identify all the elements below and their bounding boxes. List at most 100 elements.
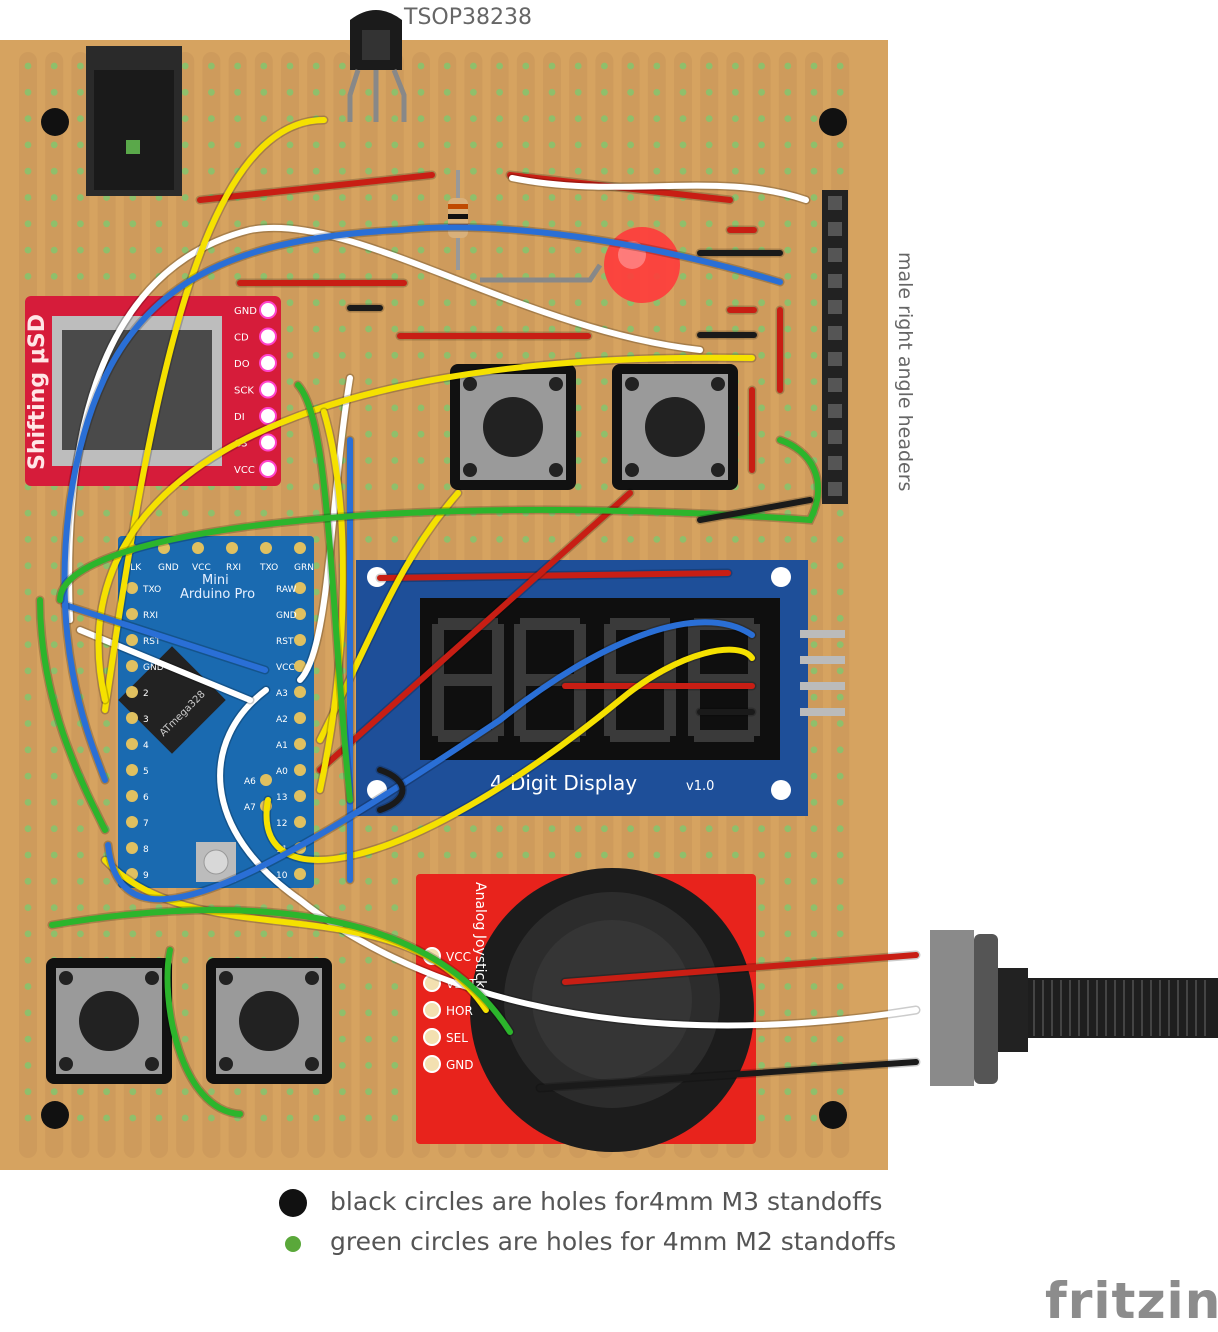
board-hole (129, 246, 137, 254)
arduino-right-pin-label: RAW (276, 585, 297, 595)
board-hole (24, 641, 32, 648)
board-hole (339, 299, 346, 307)
board-hole (391, 904, 399, 911)
tact-switch-cap (79, 991, 139, 1051)
board-hole (574, 825, 582, 833)
arduino-right-pin (294, 816, 306, 828)
board-hole (24, 194, 32, 201)
board-hole (312, 772, 320, 780)
board-hole (496, 88, 503, 96)
joystick-label: Analog Joystick (472, 882, 488, 989)
board-hole (312, 588, 320, 596)
board-hole (522, 851, 530, 859)
board-hole (679, 273, 687, 280)
board-hole (732, 536, 739, 543)
board-hole (443, 351, 451, 359)
board-hole (103, 1114, 110, 1122)
board-hole (653, 194, 661, 201)
board-hole (443, 825, 451, 833)
board-hole (365, 983, 372, 990)
board-hole (548, 351, 556, 359)
board-hole (286, 141, 294, 149)
board-hole (548, 536, 556, 543)
tact-switch-screw (625, 463, 639, 477)
board-hole (574, 483, 582, 491)
board-hole (103, 904, 110, 911)
board-hole (705, 851, 713, 859)
tact-switch-screw (305, 971, 319, 985)
board-hole (286, 930, 294, 938)
board-hole (339, 194, 346, 201)
board-hole (312, 693, 320, 701)
board-hole (260, 115, 268, 122)
jumper-wire (49, 907, 513, 1035)
board-hole (784, 246, 792, 254)
board-hole (653, 115, 661, 122)
board-hole (758, 404, 765, 412)
board-hole (155, 930, 163, 938)
arduino-right-pin-label: RST (276, 637, 294, 647)
board-hole (810, 851, 818, 859)
board-hole (286, 62, 294, 70)
board-hole (24, 273, 32, 280)
board-hole (810, 141, 818, 149)
board-hole (784, 536, 792, 543)
board-hole (391, 325, 399, 333)
board-hole (77, 930, 84, 938)
board-hole (208, 273, 215, 280)
arduino-left-pin (126, 842, 138, 854)
board-hole (784, 88, 792, 96)
board-hole (679, 88, 687, 96)
board-hole (312, 167, 320, 175)
board-hole (601, 457, 608, 464)
sd-pin (259, 327, 277, 346)
jumper-wire (317, 490, 633, 773)
sd-pin-label: VCC (234, 465, 255, 476)
board-hole (50, 904, 58, 911)
board-hole (77, 141, 84, 149)
board-hole (836, 877, 844, 885)
board-hole (391, 825, 399, 833)
board-hole (234, 1088, 242, 1096)
arduino-top-pin-label: VCC (192, 563, 211, 573)
arduino-left-pin (126, 660, 138, 672)
board-hole (77, 220, 84, 228)
board-hole (24, 983, 32, 990)
board-hole (548, 220, 556, 228)
jumper-wire (295, 382, 353, 803)
board-hole (732, 194, 739, 201)
board-hole (784, 1062, 792, 1069)
board-hole (574, 62, 582, 70)
board-hole (627, 536, 634, 543)
board-hole (391, 378, 399, 385)
board-hole (810, 667, 818, 675)
board-hole (286, 299, 294, 307)
header-pin (828, 482, 842, 496)
board-hole (391, 877, 399, 885)
board-hole (312, 1088, 320, 1096)
jumper-wire (317, 409, 346, 793)
board-hole (391, 851, 399, 859)
board-hole (417, 167, 425, 175)
board-hole (77, 746, 84, 754)
board-hole (365, 1088, 372, 1096)
board-hole (103, 220, 110, 228)
board-hole (391, 536, 399, 543)
header-pin (828, 430, 842, 444)
board-hole (653, 167, 661, 175)
dc-barrel-jack (86, 46, 182, 196)
board-hole (627, 220, 634, 228)
board-hole (208, 930, 215, 938)
board-hole (522, 246, 530, 254)
board-hole (312, 325, 320, 333)
board-hole (24, 693, 32, 701)
board-hole (50, 851, 58, 859)
board-hole (260, 88, 268, 96)
board-hole (784, 378, 792, 385)
board-hole (312, 273, 320, 280)
board-hole (758, 483, 765, 491)
board-hole (653, 325, 661, 333)
board-hole (810, 88, 818, 96)
board-hole (574, 194, 582, 201)
arduino-left-pin (126, 686, 138, 698)
